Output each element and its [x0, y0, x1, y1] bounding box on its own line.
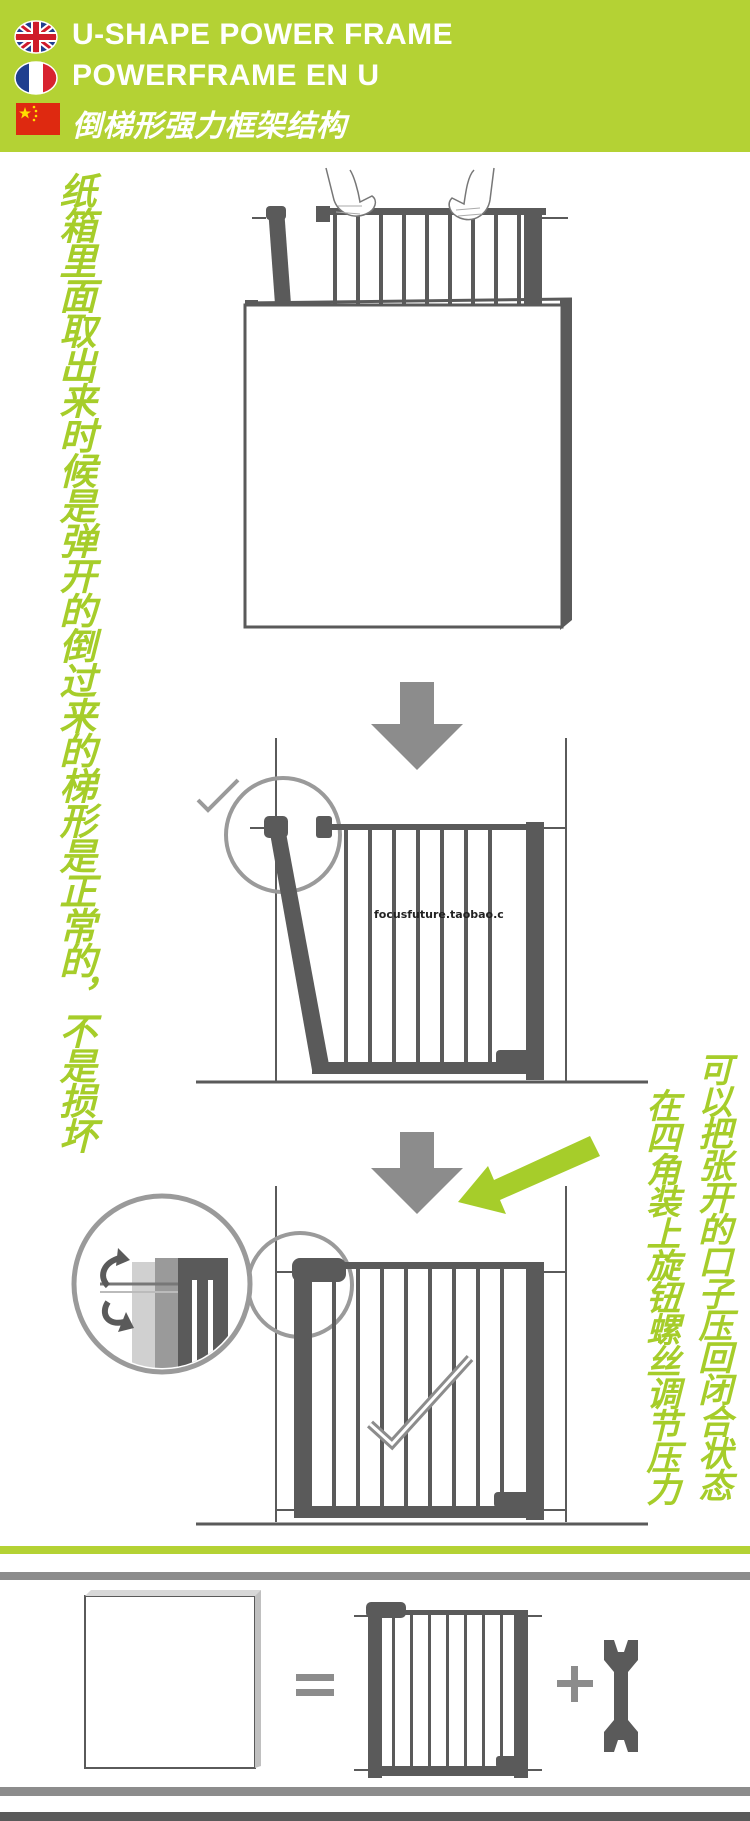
- down-arrow-icon: [371, 1132, 463, 1214]
- title-french: POWERFRAME EN U: [72, 59, 380, 92]
- wrench-icon: [604, 1640, 638, 1752]
- step1-gate-out-of-box: [243, 167, 573, 630]
- pointer-arrow-icon: [458, 1136, 600, 1214]
- title-english: U-SHAPE POWER FRAME: [72, 18, 454, 51]
- gray-divider-bottom: [0, 1787, 750, 1796]
- header-banner: U-SHAPE POWER FRAME POWERFRAME EN U 倒梯形强…: [0, 0, 750, 152]
- right-vertical-note-col1: 可以把张开的口子压回闭合状态: [692, 1052, 732, 1500]
- left-hand: [325, 167, 377, 217]
- watermark-text: focusfuture.taobao.c: [374, 908, 504, 921]
- step2-flared-gate: [196, 738, 648, 1084]
- rotate-arrows-icon: [100, 1248, 134, 1332]
- title-chinese: 倒梯形强力框架结构: [72, 109, 347, 144]
- step3-closed-gate: [196, 1186, 648, 1526]
- left-vertical-note: 纸箱里面取出来时候是弹开的倒过来的梯形是正常的，不是损坏: [53, 172, 96, 1152]
- equals-sign: [296, 1674, 334, 1696]
- equation-gate: [354, 1602, 542, 1778]
- check-mark-icon: [196, 778, 240, 813]
- down-arrow-icon: [371, 682, 463, 770]
- plus-sign: [557, 1666, 593, 1702]
- gray-divider-top: [0, 1572, 750, 1580]
- knob-zoom-detail: [71, 1193, 253, 1375]
- uk-flag-icon: [14, 20, 58, 54]
- right-hand: [448, 167, 495, 221]
- bottom-strip: [0, 1812, 750, 1821]
- china-flag-icon: [16, 103, 60, 135]
- green-divider: [0, 1546, 750, 1554]
- france-flag-icon: [14, 61, 58, 95]
- equation-box: [84, 1590, 261, 1769]
- box: [243, 303, 564, 629]
- right-vertical-note-col2: 在四角装上旋钮螺丝调节压力: [640, 1088, 680, 1504]
